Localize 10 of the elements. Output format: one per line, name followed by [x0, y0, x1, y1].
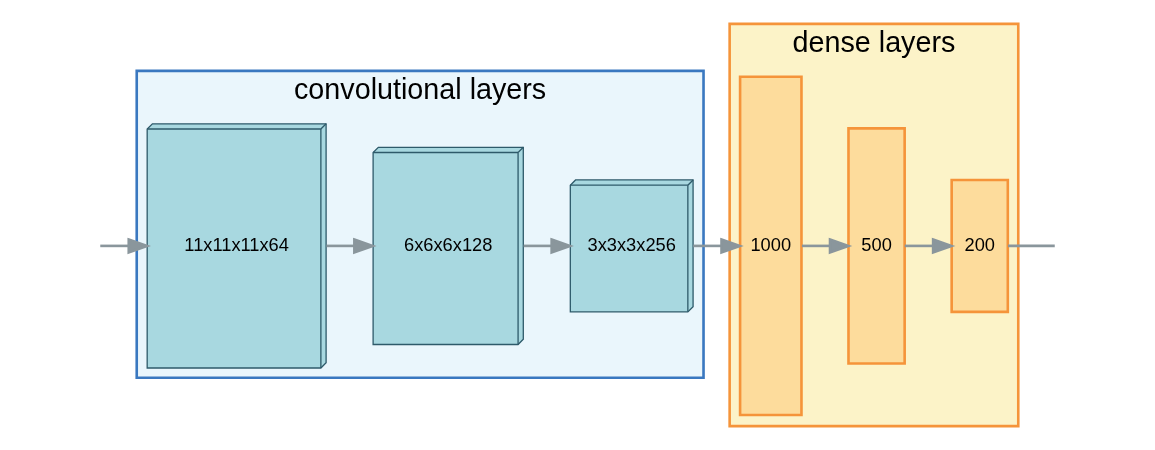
arrow	[904, 237, 956, 255]
arrow	[693, 237, 744, 255]
arrow	[523, 237, 574, 255]
arrow	[326, 237, 377, 255]
node-box: 500	[847, 127, 906, 365]
node-box: 200	[950, 178, 1010, 314]
arrow	[100, 237, 151, 255]
connector	[1008, 244, 1055, 248]
node-box: 1000	[738, 75, 803, 417]
arrow	[801, 237, 853, 255]
